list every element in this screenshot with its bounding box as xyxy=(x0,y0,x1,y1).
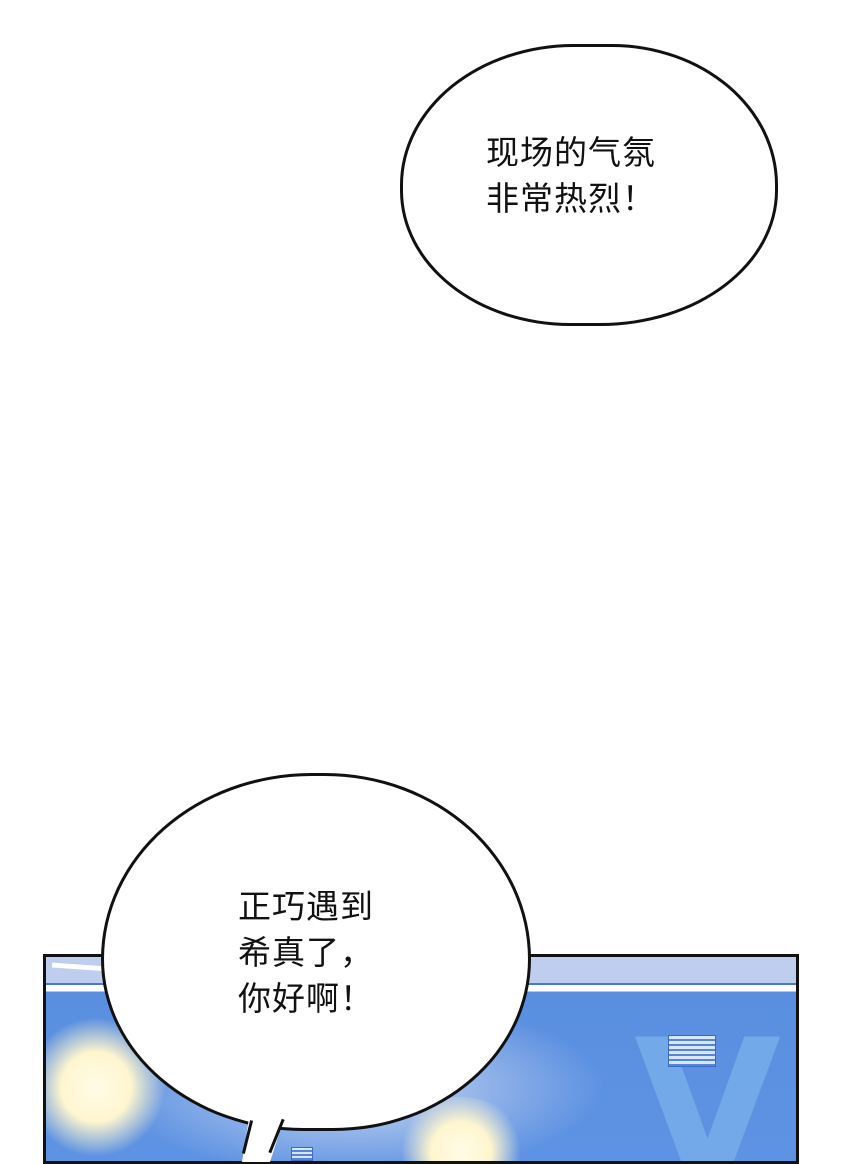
speech-bubble-top xyxy=(400,44,778,326)
speech-bubble-bottom xyxy=(101,773,531,1131)
small-vent-icon xyxy=(291,1147,313,1161)
speech-text-bottom: 正巧遇到 希真了， 你好啊！ xyxy=(238,887,374,1018)
vent-icon xyxy=(668,1035,716,1067)
speech-text-top: 现场的气氛 非常热烈！ xyxy=(486,133,656,218)
